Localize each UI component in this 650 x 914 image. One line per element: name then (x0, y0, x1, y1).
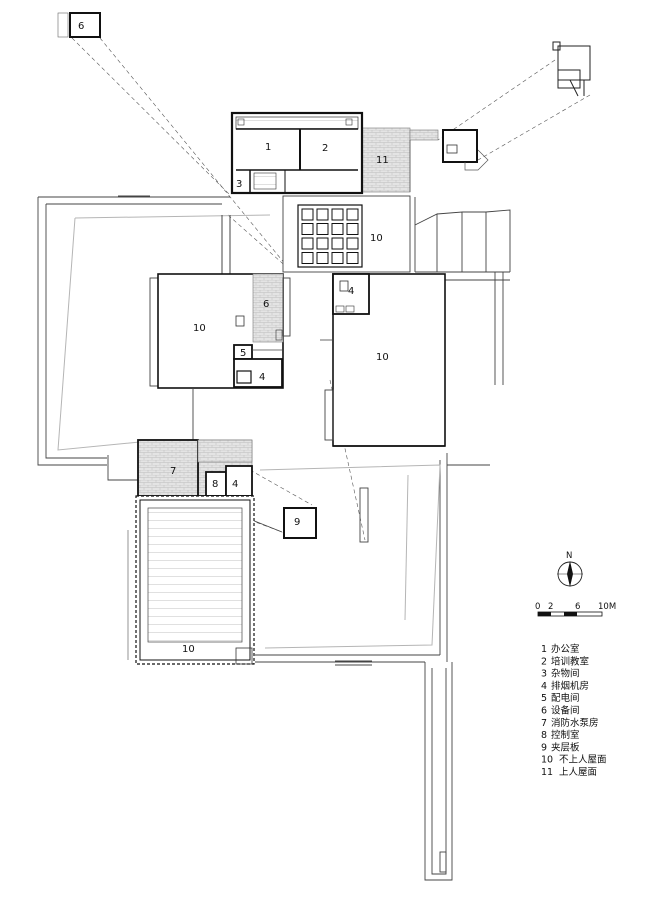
skylight-pane (331, 237, 344, 250)
room-label-6-mid: 6 (263, 299, 269, 310)
scale-tick-6: 6 (575, 602, 580, 612)
room-label-10-auditorium: 10 (182, 644, 195, 655)
skylight-grid (301, 208, 359, 264)
building-perimeter (37, 195, 490, 881)
west-roof-block (149, 215, 291, 440)
room-label-1: 1 (265, 142, 271, 153)
skylight-pane (316, 208, 329, 221)
roof-fins (414, 209, 511, 385)
legend-room-name: 排烟机房 (551, 680, 589, 692)
legend-room-name: 设备间 (551, 705, 580, 717)
skylight-pane (301, 223, 314, 235)
room-label-10-east: 10 (376, 352, 389, 363)
skylight-pane (346, 208, 359, 221)
legend-room-name: 上人屋面 (559, 767, 597, 778)
skylight-pane (316, 252, 329, 264)
legend-number: 11 (541, 767, 553, 778)
legend-number: 9 (541, 742, 547, 753)
skylight-pane (301, 237, 314, 250)
legend-number: 6 (541, 706, 547, 717)
legend-number: 2 (541, 656, 547, 667)
scale-tick-10m: 10M (598, 602, 616, 612)
north-label: N (566, 551, 572, 561)
legend-room-name: 培训教室 (551, 655, 589, 667)
legend-room-name: 不上人屋面 (559, 755, 607, 766)
scale-tick-2: 2 (548, 602, 553, 612)
roof-outline-light (57, 214, 441, 649)
skylight-pane (301, 252, 314, 264)
room-label-8: 8 (212, 479, 218, 490)
east-roof-block (320, 273, 446, 447)
room-legend: 1 办公室 2 培训教室 3 杂物间 4 排烟机房 5 配电间 6 设备间 7 消防水泵房 8 控制室 9 夹层板… (541, 643, 607, 778)
top-right-structure (552, 41, 591, 97)
room-label-7: 7 (170, 466, 176, 477)
room-label-2: 2 (322, 143, 328, 154)
scale-tick-0: 0 (535, 602, 540, 612)
legend-room-name: 控制室 (551, 729, 580, 741)
room-label-4-mid: 4 (259, 372, 265, 383)
auditorium-roof (127, 495, 255, 665)
legend-room-name: 办公室 (551, 643, 580, 655)
equipment-room-6-top (57, 12, 101, 38)
skylight-pane (331, 223, 344, 235)
room-label-4-east: 4 (348, 286, 354, 297)
room-label-11: 11 (376, 155, 389, 166)
legend-room-name: 杂物间 (551, 668, 580, 680)
room-label-4-south: 4 (232, 479, 238, 490)
north-block (230, 111, 439, 195)
skylight-pane (316, 237, 329, 250)
room-label-5: 5 (240, 348, 246, 359)
skylight-pane (331, 208, 344, 221)
skylight-pane (301, 208, 314, 221)
south-service-block (137, 439, 283, 533)
north-arrow (557, 561, 583, 587)
legend-room-name: 夹层板 (551, 741, 580, 753)
legend-number: 7 (541, 718, 547, 729)
legend-room-name: 配电间 (551, 692, 580, 704)
inclined-panel (359, 487, 369, 543)
skylight-pane (346, 223, 359, 235)
room-label-9: 9 (294, 517, 300, 528)
room-label-6-top: 6 (78, 21, 84, 32)
legend-room-name: 消防水泵房 (551, 717, 599, 729)
mezzanine-9 (283, 507, 317, 539)
room-label-10-west: 10 (193, 323, 206, 334)
legend-number: 8 (541, 730, 547, 741)
legend-number: 10 (541, 755, 553, 766)
legend-number: 4 (541, 681, 547, 692)
room-label-10-courtyard: 10 (370, 233, 383, 244)
legend-number: 5 (541, 693, 547, 704)
skylight-pane (316, 223, 329, 235)
skylight-pane (346, 252, 359, 264)
lift-block (442, 129, 489, 171)
room-label-3: 3 (236, 179, 242, 190)
skylight-pane (331, 252, 344, 264)
skylight-pane (346, 237, 359, 250)
legend-number: 3 (541, 669, 547, 680)
legend-number: 1 (541, 644, 547, 655)
scale-bar (537, 611, 603, 617)
